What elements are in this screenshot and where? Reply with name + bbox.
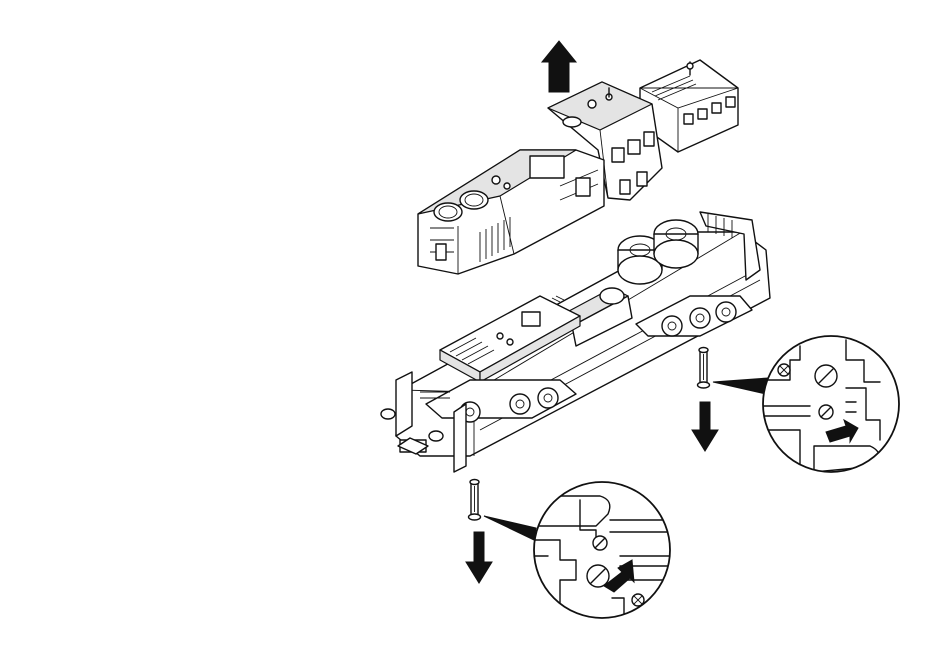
detail-callout-left xyxy=(484,482,670,630)
screw-left xyxy=(469,480,481,521)
detail-callout-right xyxy=(713,336,899,472)
screw-right-arrow xyxy=(692,402,718,451)
screw-right xyxy=(698,348,710,389)
body-lift-arrow xyxy=(542,41,576,92)
screw-left-arrow xyxy=(466,532,492,583)
